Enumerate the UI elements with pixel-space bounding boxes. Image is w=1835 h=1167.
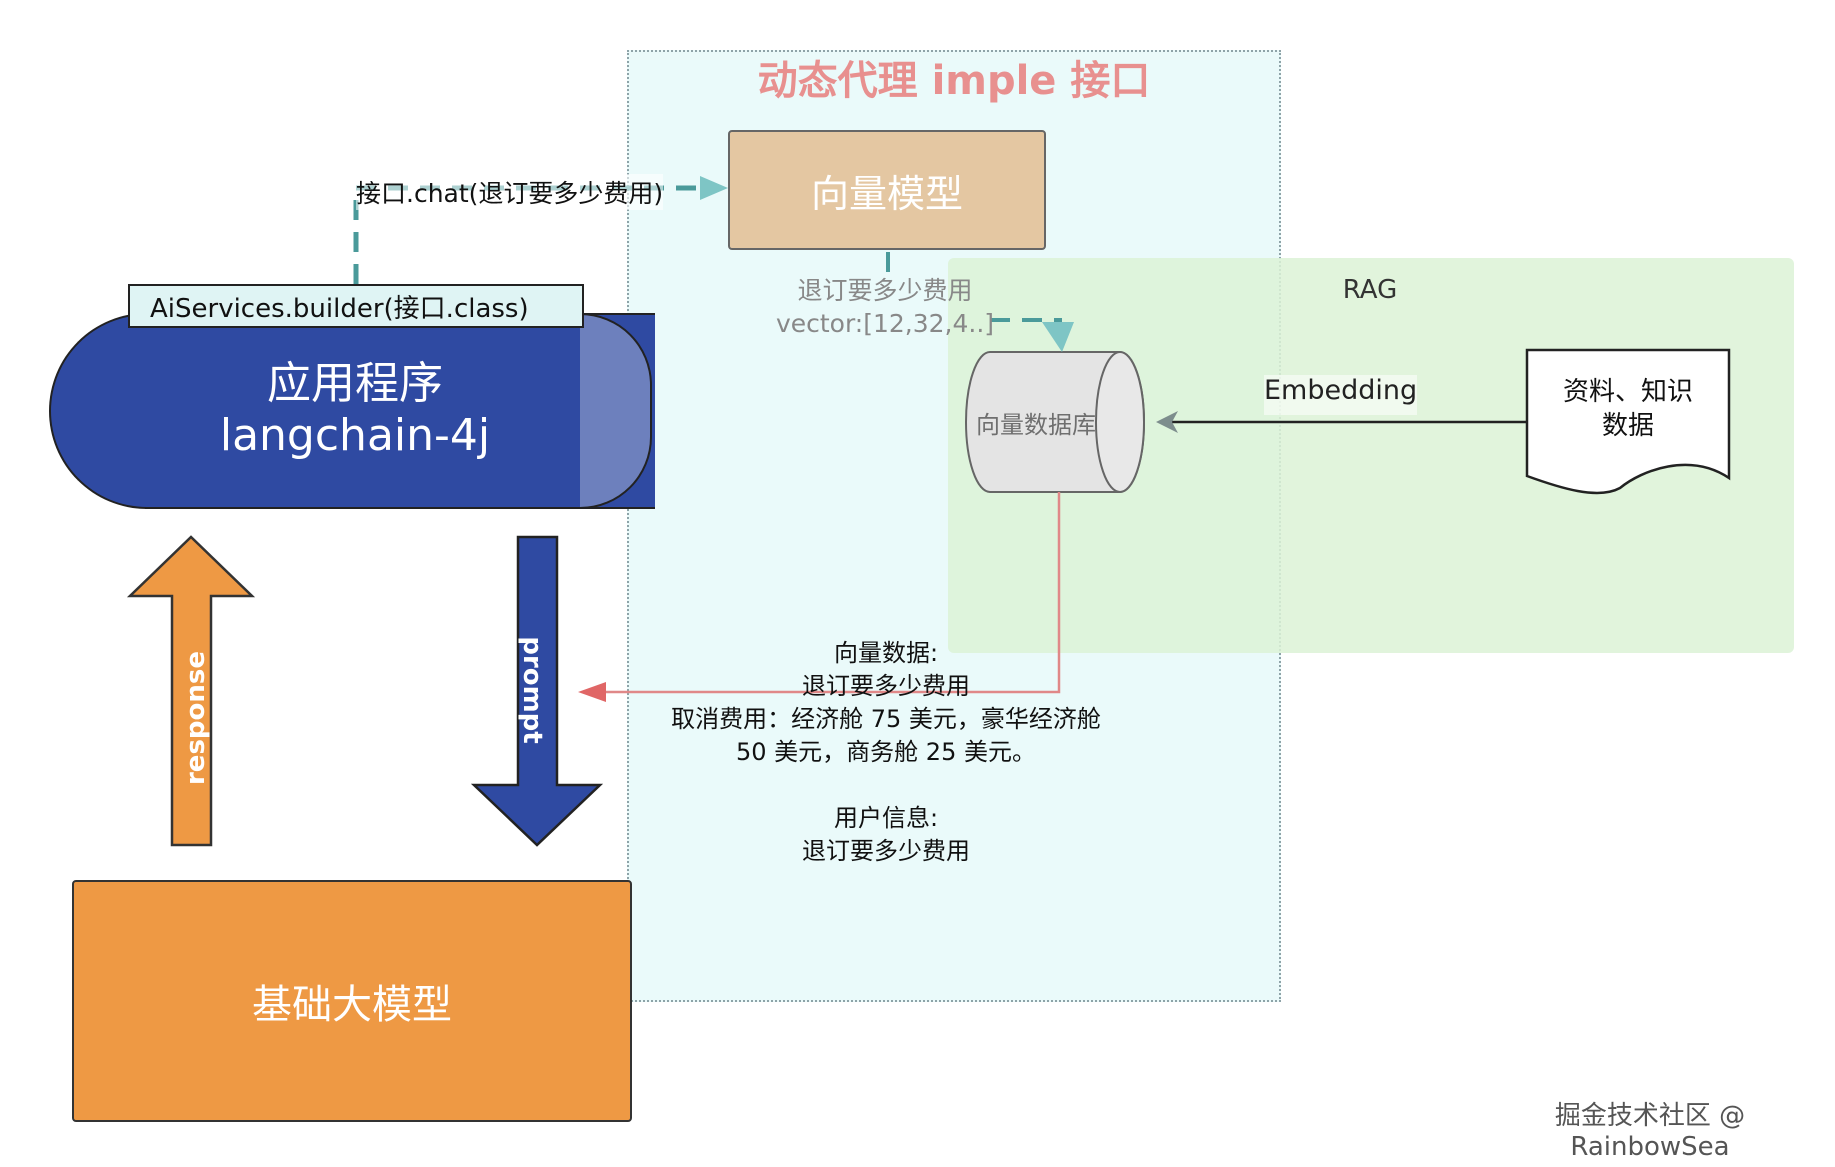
knowledge-document-line2: 数据 [1601,411,1654,441]
embedding-label: Embedding [1264,375,1418,415]
vector-data-arrowhead [578,682,606,702]
knowledge-document-node[interactable] [1525,348,1731,495]
vector-data-arrow [606,492,1061,694]
prompt-vector-data-result-2: 50 美元，商务舱 25 美元。 [736,737,1036,766]
watermark: 掘金技术社区 @ RainbowSea [1554,1100,1746,1162]
chat-call-arrowhead [700,176,728,200]
rag-label: RAG [1342,275,1398,305]
prompt-user-info-heading: 用户信息: [833,803,939,832]
prompt-label: prompt [517,636,547,743]
knowledge-document-line1: 资料、知识 [1562,377,1693,407]
prompt-vector-data-query: 退订要多少费用 [802,671,970,700]
base-model-node[interactable]: 基础大模型 [72,880,632,1122]
vector-database-cap [1095,351,1145,493]
application-node-label: 应用程序 langchain-4j [100,345,610,475]
knowledge-document-label: 资料、知识 数据 [1528,374,1728,444]
ai-services-builder-label[interactable]: AiServices.builder(接口.class) [128,284,584,328]
response-arrow: response [126,535,256,847]
application-framework: langchain-4j [219,410,491,461]
vector-query-label: 退订要多少费用 vector:[12,32,4..] [770,272,1000,342]
prompt-content-block: 向量数据: 退订要多少费用 取消费用：经济舱 75 美元，豪华经济舱 50 美元… [640,632,1132,872]
application-title: 应用程序 [267,358,443,409]
vector-database-node[interactable] [965,351,1145,493]
vector-model-node[interactable]: 向量模型 [728,130,1046,250]
prompt-vector-data-heading: 向量数据: [833,638,939,667]
vector-query-vector: vector:[12,32,4..] [775,309,995,338]
response-label: response [181,651,211,785]
dynamic-proxy-title: 动态代理 imple 接口 [757,58,1151,104]
vector-query-text: 退订要多少费用 [797,276,973,305]
vector-database-label: 向量数据库 [976,410,1096,439]
chat-call-label: 接口.chat(退订要多少费用) [356,174,664,210]
prompt-arrow: prompt [470,535,604,847]
vector-query-arrowhead [1042,322,1074,352]
prompt-vector-data-result-1: 取消费用：经济舱 75 美元，豪华经济舱 [671,704,1101,733]
prompt-user-info-query: 退订要多少费用 [802,836,970,865]
